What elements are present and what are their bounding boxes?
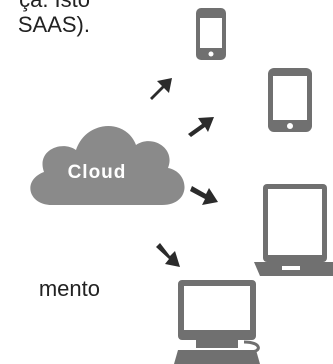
text-fragment-bottom: mento: [38, 276, 100, 301]
arrow-to-smartphone-icon: [150, 78, 172, 100]
arrow-to-laptop-icon: [190, 186, 218, 205]
text-fragment-top: ça. Isto: [0, 0, 90, 13]
cloud-icon: Cloud: [30, 126, 185, 205]
cloud-label: Cloud: [68, 162, 127, 183]
arrows: [150, 78, 218, 267]
arrow-to-desktop-icon: [156, 243, 180, 267]
text-fragment-saas: SAAS).: [17, 12, 90, 37]
desktop-computer-icon: [174, 280, 260, 364]
laptop-icon: [254, 184, 333, 276]
smartphone-icon: [196, 8, 226, 60]
tablet-icon: [268, 68, 312, 132]
arrow-to-tablet-icon: [188, 117, 214, 137]
